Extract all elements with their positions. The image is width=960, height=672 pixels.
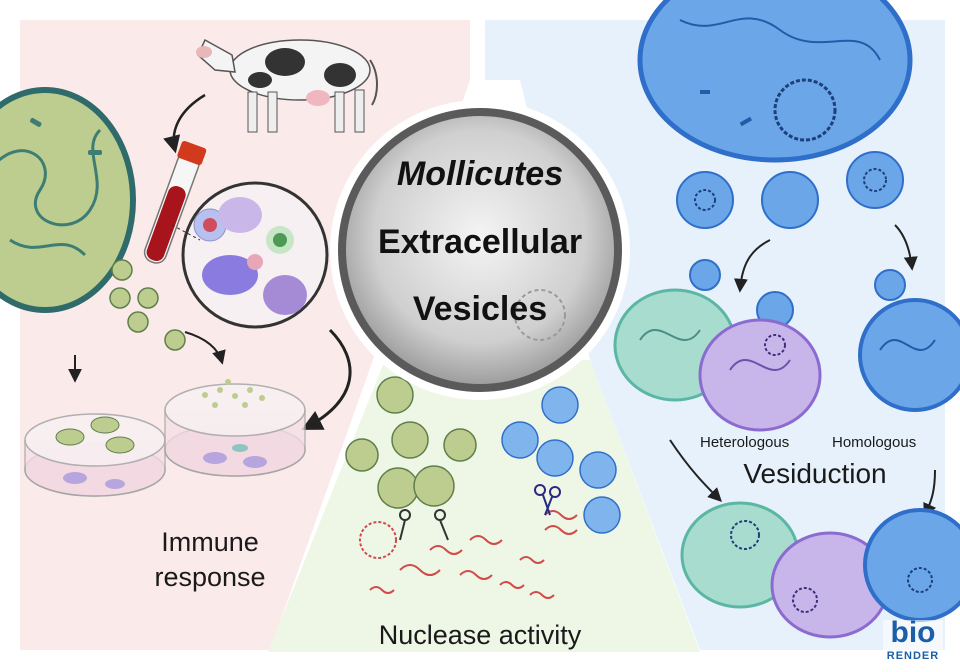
immune-response-label-line2: response [154, 562, 266, 592]
dna-ring [694, 189, 716, 211]
center-title-extracellular: Extracellular [377, 223, 583, 261]
vesiduction-label: Vesiduction [743, 458, 887, 489]
green-vesicles-left [109, 259, 186, 351]
zoom-line [171, 224, 201, 241]
petri-dish-right [164, 379, 306, 477]
purple-donor-cell [698, 318, 822, 432]
nuclease-activity-label: Nuclease activity [378, 620, 582, 650]
arrow-cow-to-tube [163, 93, 206, 154]
petri-dish-left [24, 413, 166, 497]
heterologous-label: Heterologous [700, 434, 790, 451]
arrow-immune-to-dish [301, 328, 352, 430]
arrow-heterologous-result [669, 439, 722, 502]
blue-recipient-cell [858, 298, 960, 412]
homologous-label: Homologous [832, 434, 917, 451]
blue-vesicles-row [676, 151, 906, 329]
arrow-vesicles-to-dish [184, 331, 226, 365]
dna-ring [863, 168, 887, 192]
scissors-icon [534, 484, 561, 516]
large-blue-cell [637, 0, 913, 163]
scissors-icon [399, 509, 449, 541]
biorender-logo [883, 620, 943, 670]
bottom-panel-background [268, 360, 700, 652]
arrow-to-heterologous [733, 239, 771, 293]
central-vesicle [330, 100, 630, 400]
biorender-logo-bottom: RENDER [886, 650, 940, 662]
dna-fragments [359, 510, 578, 599]
purple-result-cell [770, 531, 890, 639]
green-vesicles-bottom [345, 376, 477, 509]
large-green-cell [0, 87, 136, 313]
immune-cells-circle [181, 181, 329, 329]
blue-vesicles-bottom [501, 386, 621, 534]
center-title-vesicles: Vesicles [412, 290, 548, 328]
cow-illustration [196, 38, 378, 133]
immune-response-label-line1: Immune [161, 527, 259, 557]
blood-tube-icon [143, 140, 207, 264]
blue-result-cell [863, 508, 960, 622]
center-title-mollicutes: Mollicutes [396, 155, 564, 193]
biorender-logo-top: bio [890, 616, 936, 649]
arrow-to-homologous [894, 224, 918, 271]
